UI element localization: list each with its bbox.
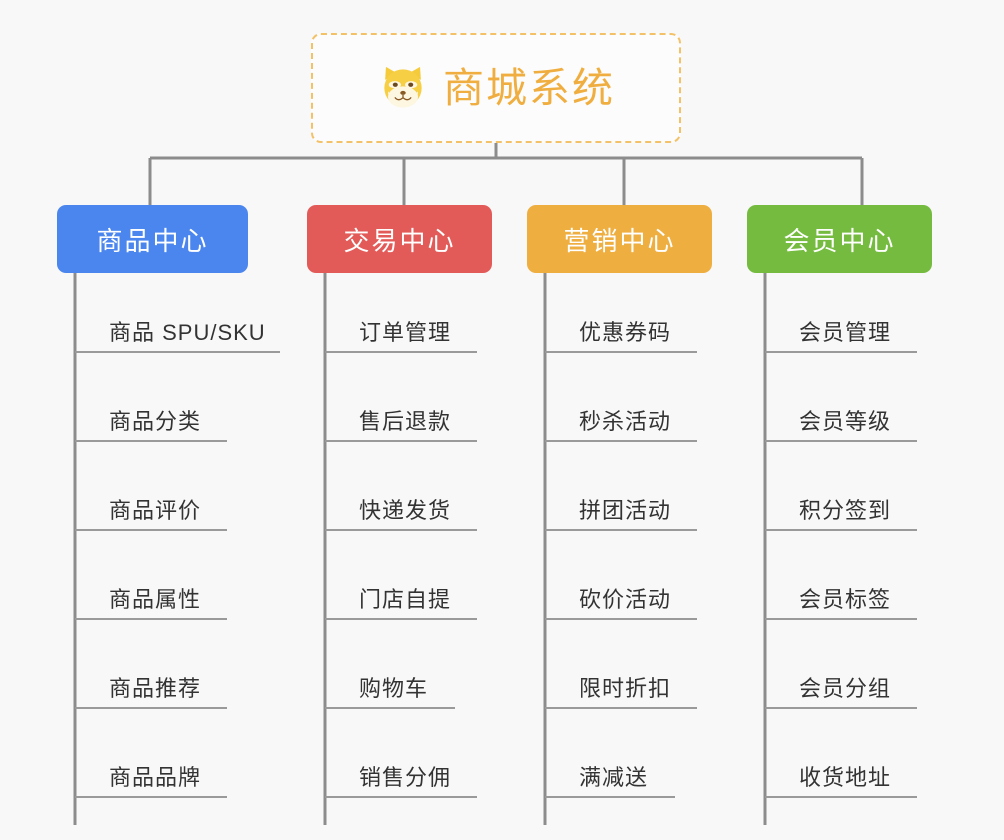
root-title: 商城系统 [443, 64, 615, 111]
category-header-3[interactable]: 营销中心 [527, 205, 712, 273]
category-header-label: 交易中心 [343, 225, 456, 256]
leaf-label: 销售分佣 [359, 765, 452, 790]
category-header-2[interactable]: 交易中心 [307, 205, 492, 273]
leaf-underline [765, 707, 917, 709]
leaf-label: 购物车 [359, 676, 429, 701]
leaf-underline [765, 618, 917, 620]
leaf-label: 会员管理 [799, 320, 892, 345]
leaf-underline [545, 440, 697, 442]
leaf-label: 收货地址 [799, 765, 892, 790]
leaf-underline [765, 440, 917, 442]
leaf-underline [75, 529, 227, 531]
leaf-label: 限时折扣 [579, 676, 672, 701]
leaf-label: 商品属性 [109, 587, 202, 612]
leaf-label: 商品推荐 [109, 676, 202, 701]
leaf-underline [545, 796, 675, 798]
leaf-label: 商品 SPU/SKU [109, 320, 266, 345]
leaf-underline [75, 351, 280, 353]
leaf-label: 优惠券码 [579, 320, 672, 345]
leaf-label: 商品评价 [109, 498, 202, 523]
category-header-1[interactable]: 商品中心 [57, 205, 248, 273]
leaf-label: 门店自提 [359, 587, 452, 612]
leaf-label: 砍价活动 [579, 587, 672, 612]
category-header-label: 会员中心 [783, 225, 896, 256]
leaf-underline [75, 618, 227, 620]
leaf-label: 满减送 [579, 765, 649, 790]
leaf-label: 商品分类 [109, 409, 202, 434]
leaf-label: 拼团活动 [579, 498, 672, 523]
leaf-underline [325, 529, 477, 531]
category-header-label: 商品中心 [96, 225, 209, 256]
leaf-underline [765, 351, 917, 353]
leaf-underline [325, 440, 477, 442]
category-header-4[interactable]: 会员中心 [747, 205, 932, 273]
shiba-dog-face-icon [377, 62, 429, 114]
leaf-label: 会员标签 [799, 587, 892, 612]
leaf-underline [325, 796, 477, 798]
leaf-label: 商品品牌 [109, 765, 202, 790]
leaf-label: 积分签到 [799, 498, 892, 523]
category-header-label: 营销中心 [563, 225, 676, 256]
leaf-underline [325, 618, 477, 620]
leaf-label: 会员等级 [799, 409, 892, 434]
leaf-underline [75, 440, 227, 442]
leaf-underline [545, 707, 697, 709]
leaf-label: 秒杀活动 [579, 409, 672, 434]
leaf-underline [545, 618, 697, 620]
leaf-label: 订单管理 [359, 320, 452, 345]
leaf-underline [75, 796, 227, 798]
leaf-underline [545, 351, 697, 353]
leaf-underline [325, 351, 477, 353]
leaf-underline [325, 707, 455, 709]
leaf-label: 快递发货 [359, 498, 452, 523]
leaf-underline [765, 796, 917, 798]
leaf-underline [765, 529, 917, 531]
root-node[interactable]: 商城系统 [311, 33, 681, 143]
leaf-underline [545, 529, 697, 531]
leaf-label: 会员分组 [799, 676, 892, 701]
leaf-underline [75, 707, 227, 709]
leaf-label: 售后退款 [359, 409, 452, 434]
